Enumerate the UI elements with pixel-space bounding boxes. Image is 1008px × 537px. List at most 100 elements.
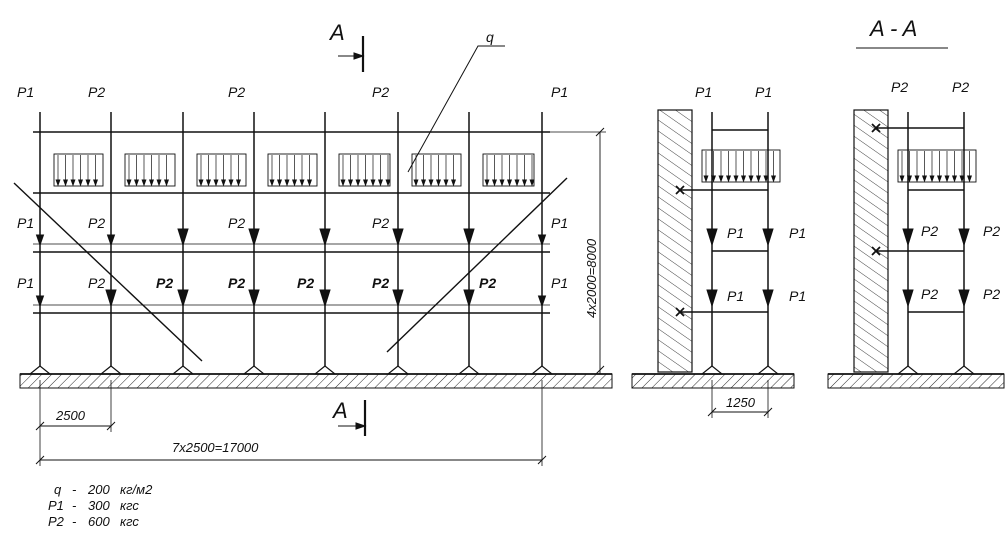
length-dimension-text: 7x2500=17000: [172, 440, 259, 455]
side1-support-2: [756, 365, 780, 375]
load-segment-7-arrow-4: [514, 179, 520, 187]
tier2-label-left-1: P1: [17, 275, 34, 291]
load-segment-2-arrow-1: [133, 179, 140, 187]
load-segment-1-arrow-3: [77, 179, 84, 187]
load-segment-2-arrow-4: [156, 179, 162, 187]
load-segment-7-arrow-0: [484, 179, 490, 187]
tier1-label-3: P2: [228, 215, 245, 231]
tier1-label-1: P1: [17, 215, 34, 231]
load-segment-2-arrow-5: [163, 179, 170, 187]
legend-unit-q: кг/м2: [120, 482, 153, 497]
side1-top-label-1: P1: [695, 84, 712, 100]
side-view-1: P1 P1 P1 P1 P1 P1 1250: [631, 84, 806, 418]
load-segment-6-arrow-0: [413, 179, 419, 187]
posts: [28, 112, 554, 375]
side1-mid-label-1: P1: [727, 225, 744, 241]
side1-load-arrow-0: [703, 175, 709, 183]
load-segment-3-arrow-4: [228, 179, 234, 187]
load-segment-6-arrow-2: [428, 179, 434, 187]
top-label-1: P1: [17, 84, 34, 100]
side1-mid-arrow-1: [706, 228, 718, 247]
side1-support-1: [700, 365, 724, 375]
support-1: [28, 365, 52, 375]
legend-value-q: 200: [87, 482, 110, 497]
ground-side-2: [827, 373, 1005, 389]
load-segment-5-arrow-0: [340, 179, 346, 187]
tier1-label-5: P1: [551, 215, 568, 231]
side2-low-label-1: P2: [921, 286, 938, 302]
legend-unit-p1: кгс: [120, 498, 139, 513]
load-segment-1-arrow-5: [92, 179, 99, 187]
tier2-bold-label-3: P2: [297, 275, 314, 291]
tier1-arrow-6: [392, 228, 404, 247]
height-dimension-text: 4x2000=8000: [584, 238, 599, 318]
load-segment-4-arrow-5: [306, 179, 313, 187]
load-segment-5-frame: [338, 153, 391, 187]
side2-load-arrow-2: [914, 175, 920, 183]
load-segment-1-arrow-2: [70, 179, 76, 187]
side1-load-arrow-3: [725, 175, 732, 183]
side-1-distributed-load: [701, 149, 781, 183]
legend-symbol-p1: P1: [48, 498, 64, 513]
tier2-arrow-2: [105, 289, 117, 308]
side2-mid-label-2: P2: [983, 223, 1000, 239]
tier2-bold-label-4: P2: [372, 275, 389, 291]
side2-load-arrow-3: [921, 175, 928, 183]
load-segment-1-arrow-0: [55, 179, 61, 187]
diagonal-brace-left: [13, 182, 203, 362]
side2-load-arrow-0: [899, 175, 905, 183]
side2-load-arrow-9: [966, 175, 973, 183]
ground-side-1: [631, 373, 795, 389]
legend-symbol-p2: P2: [48, 514, 65, 529]
load-segment-7-arrow-1: [491, 179, 498, 187]
tier1-arrow-7: [463, 228, 475, 247]
support-7: [457, 365, 481, 375]
legend-dash-p1: -: [72, 498, 77, 513]
load-segment-2-arrow-3: [148, 179, 155, 187]
side1-load-arrow-2: [718, 175, 724, 183]
tier1-arrow-5: [319, 228, 331, 247]
tier1-arrow-1: [35, 234, 45, 247]
support-8: [530, 365, 554, 375]
side2-top-label-1: P2: [891, 79, 908, 95]
side1-load-frame: [701, 149, 781, 183]
load-segment-4-arrow-0: [269, 179, 275, 187]
load-segment-3-frame: [196, 153, 247, 187]
tier2-bold-label-1: P2: [156, 275, 173, 291]
side-2-arrows: [902, 228, 970, 308]
load-segment-6-frame: [411, 153, 462, 187]
legend-dash-q: -: [72, 482, 77, 497]
wall-1: [657, 109, 693, 373]
side2-load-arrow-5: [936, 175, 943, 183]
height-dimension: 4x2000=8000: [548, 127, 606, 375]
side1-width-text: 1250: [726, 395, 756, 410]
wall-2: [853, 109, 889, 373]
support-4: [242, 365, 266, 375]
tier1-arrow-4: [248, 228, 260, 247]
legend: q - 200 кг/м2 P1 - 300 кгс P2 - 600 кгс: [48, 482, 153, 529]
load-segment-1-arrow-1: [62, 179, 69, 187]
bay-dimension: 2500: [35, 380, 116, 432]
side2-load-arrow-6: [944, 175, 950, 183]
load-segment-2-arrow-0: [126, 179, 132, 187]
load-segment-1-arrow-4: [85, 179, 91, 187]
side2-mid-label-1: P2: [921, 223, 938, 239]
section-mark-bottom-letter: A: [331, 398, 348, 423]
length-dimension: 7x2500=17000: [35, 380, 547, 466]
load-segment-5-arrow-3: [362, 179, 369, 187]
tier2-bold-label-5: P2: [479, 275, 496, 291]
side1-load-arrow-6: [748, 175, 754, 183]
support-6: [386, 365, 410, 375]
side1-top-label-2: P1: [755, 84, 772, 100]
load-segment-6-arrow-3: [435, 179, 442, 187]
side2-load-arrow-8: [959, 175, 965, 183]
section-title: A - A: [868, 16, 917, 41]
load-segment-3-arrow-0: [198, 179, 204, 187]
side1-load-arrow-9: [770, 175, 777, 183]
load-segment-5-arrow-6: [385, 179, 391, 187]
side1-low-arrow-2: [762, 289, 774, 308]
legend-dash-p2: -: [72, 514, 77, 529]
q-label: q: [486, 29, 494, 45]
load-segment-7-arrow-2: [499, 179, 505, 187]
